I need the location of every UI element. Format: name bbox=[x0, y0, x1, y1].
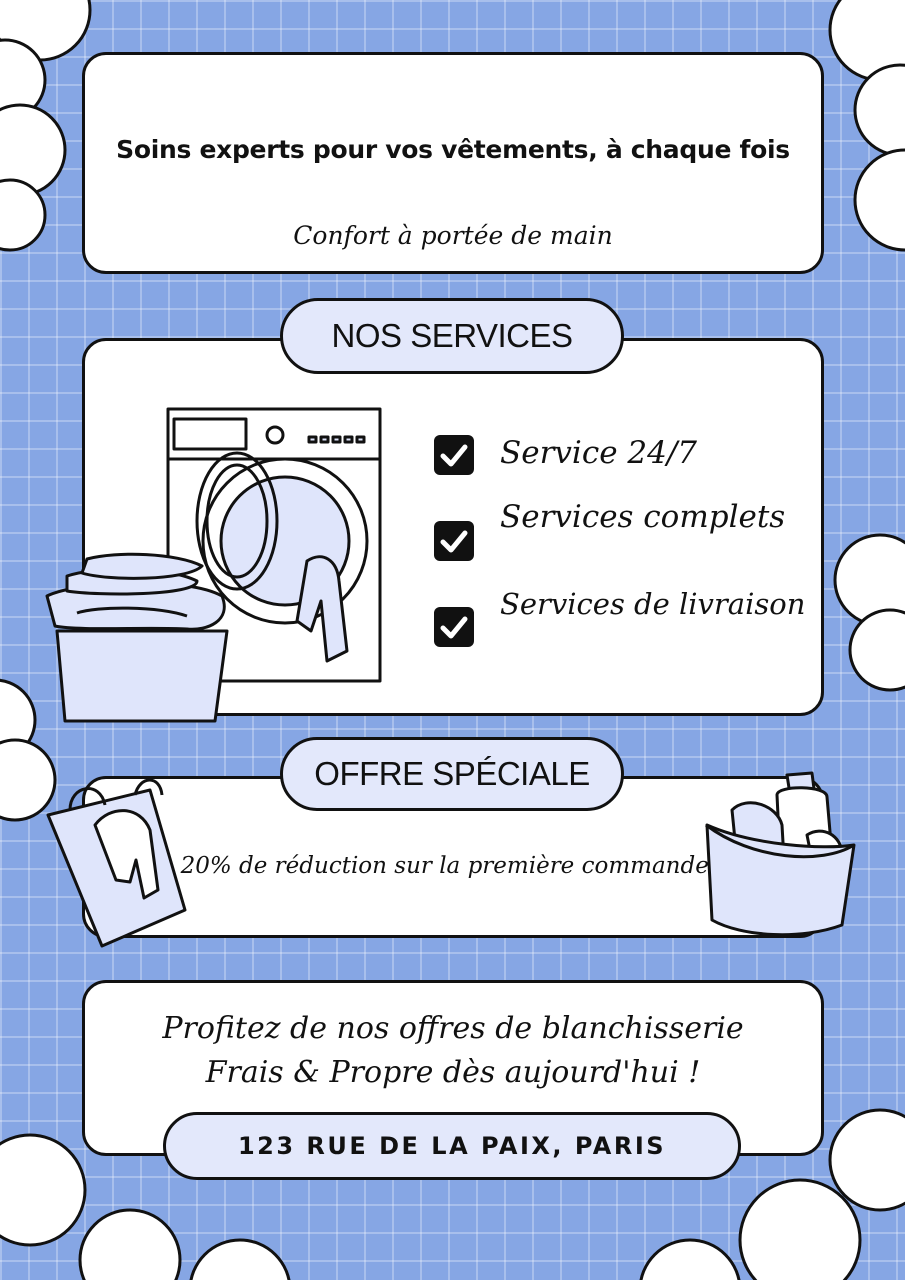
address-pill: 123 RUE DE LA PAIX, PARIS bbox=[163, 1112, 741, 1180]
cta-line-1: Profitez de nos offres de blanchisserie bbox=[162, 1011, 744, 1046]
washing-machine-laundry-basket-icon bbox=[45, 407, 382, 723]
service-item-label: Services de livraison bbox=[500, 587, 806, 621]
offer-title: OFFRE SPÉCIALE bbox=[280, 737, 624, 811]
offer-text: 20% de réduction sur la première command… bbox=[180, 853, 726, 879]
services-title: NOS SERVICES bbox=[280, 298, 624, 374]
headline: Soins experts pour vos vêtements, à chaq… bbox=[116, 135, 790, 164]
service-item-label: Services complets bbox=[500, 499, 786, 535]
laundry-tub-icon bbox=[705, 771, 856, 937]
tagline: Confort à portée de main bbox=[293, 221, 613, 250]
laundry-bag-icon bbox=[46, 778, 187, 948]
header-panel: Soins experts pour vos vêtements, à chaq… bbox=[82, 52, 824, 274]
cta-line-2: Frais & Propre dès aujourd'hui ! bbox=[205, 1055, 701, 1090]
checkbox-checked-icon bbox=[434, 435, 474, 475]
service-item-label: Service 24/7 bbox=[500, 435, 698, 471]
services-panel: Service 24/7 Services complets Services … bbox=[45, 338, 824, 723]
checkbox-checked-icon bbox=[434, 521, 474, 561]
checkbox-checked-icon bbox=[434, 607, 474, 647]
